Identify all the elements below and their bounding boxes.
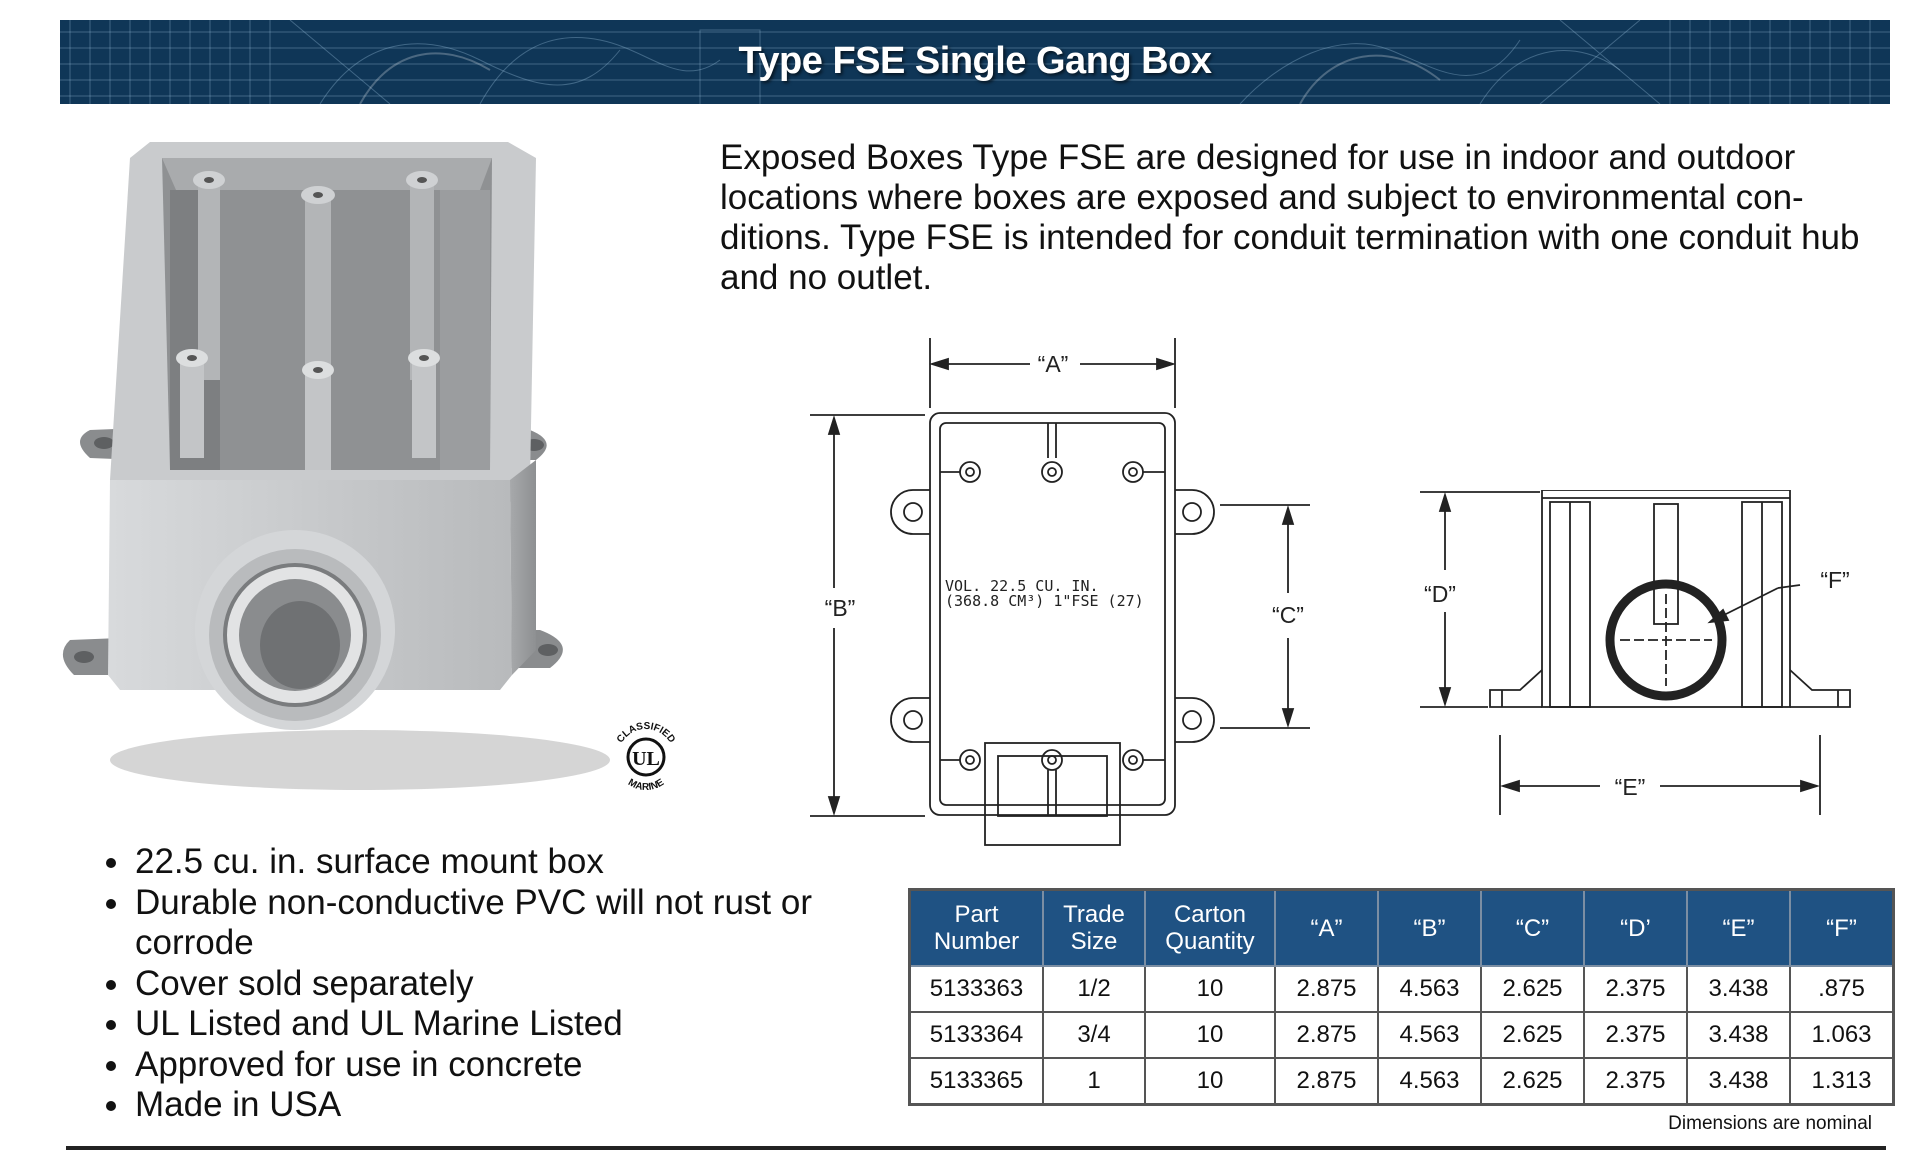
dim-e-label: “E”	[1615, 774, 1646, 800]
table-row: 5133363 1/2 10 2.875 4.563 2.625 2.375 3…	[908, 965, 1895, 1013]
feature-item: 22.5 cu. in. surface mount box	[133, 842, 913, 883]
part-number-cell: 5133363	[908, 965, 1044, 1013]
intro-paragraph: Exposed Boxes Type FSE are designed for …	[720, 138, 1860, 297]
dim-a-label: “A”	[1038, 351, 1069, 377]
dimensions-footnote: Dimensions are nominal	[1668, 1113, 1872, 1134]
dim-e-cell: 3.438	[1686, 1011, 1791, 1059]
part-number-cell: 5133365	[908, 1057, 1044, 1106]
ul-marine-text: MARINE	[626, 777, 666, 793]
svg-text:MARINE: MARINE	[626, 777, 666, 793]
feature-item: Approved for use in concrete	[133, 1045, 913, 1086]
dim-e-cell: 3.438	[1686, 1057, 1791, 1106]
part-number-cell: 5133364	[908, 1011, 1044, 1059]
product-photo	[62, 142, 610, 790]
trade-size-cell: 3/4	[1042, 1011, 1146, 1059]
blueprint-pattern	[60, 20, 1890, 104]
feature-item: Made in USA	[133, 1085, 913, 1126]
volume-stamp-line2: (368.8 CM³) 1"FSE (27)	[945, 592, 1144, 610]
dim-b-label: “B”	[825, 595, 856, 621]
feature-item: UL Listed and UL Marine Listed	[133, 1004, 913, 1045]
dim-b-cell: 4.563	[1377, 1057, 1482, 1106]
dim-d-cell: 2.375	[1583, 965, 1688, 1013]
header-dim-e: “E”	[1686, 888, 1791, 967]
feature-item: Cover sold separately	[133, 964, 913, 1005]
dim-d-cell: 2.375	[1583, 1057, 1688, 1106]
dim-d-label: “D”	[1424, 581, 1456, 607]
carton-qty-cell: 10	[1144, 1057, 1276, 1106]
trade-size-cell: 1	[1042, 1057, 1146, 1106]
header-dim-b: “B”	[1377, 888, 1482, 967]
ul-mark-text: UL	[632, 748, 660, 770]
trade-size-cell: 1/2	[1042, 965, 1146, 1013]
dim-f-cell: 1.313	[1789, 1057, 1895, 1106]
header-dim-a: “A”	[1274, 888, 1379, 967]
volume-stamp-line1: VOL. 22.5 CU. IN.	[945, 577, 1099, 595]
header-dim-d: “D’	[1583, 888, 1688, 967]
title-banner: Type FSE Single Gang Box	[60, 20, 1890, 104]
dim-e-cell: 3.438	[1686, 965, 1791, 1013]
feature-item: Durable non-conductive PVC will not rust…	[133, 883, 913, 964]
header-dim-f: “F”	[1789, 888, 1895, 967]
feature-list: 22.5 cu. in. surface mount box Durable n…	[95, 842, 913, 1126]
dim-b-cell: 4.563	[1377, 1011, 1482, 1059]
dim-c-cell: 2.625	[1480, 965, 1585, 1013]
dim-a-cell: 2.875	[1274, 965, 1379, 1013]
side-view-drawing: “D” “F” “E”	[1420, 490, 1851, 815]
front-view-drawing: “A” “B” “C” VOL. 22.5 CU. IN. (368.8 CM³…	[810, 338, 1310, 846]
page-title: Type FSE Single Gang Box	[738, 40, 1212, 82]
header-dim-c: “C”	[1480, 888, 1585, 967]
dim-f-cell: .875	[1789, 965, 1895, 1013]
dim-c-label: “C”	[1272, 602, 1304, 628]
carton-qty-cell: 10	[1144, 965, 1276, 1013]
dim-d-cell: 2.375	[1583, 1011, 1688, 1059]
dim-b-cell: 4.563	[1377, 965, 1482, 1013]
dim-a-cell: 2.875	[1274, 1057, 1379, 1106]
footer-divider	[66, 1146, 1886, 1150]
ul-marine-logo: UL CLASSIFIED MARINE	[615, 721, 677, 793]
table-row: 5133364 3/4 10 2.875 4.563 2.625 2.375 3…	[908, 1011, 1895, 1059]
dim-c-cell: 2.625	[1480, 1057, 1585, 1106]
dim-c-cell: 2.625	[1480, 1011, 1585, 1059]
carton-qty-cell: 10	[1144, 1011, 1276, 1059]
dim-a-cell: 2.875	[1274, 1011, 1379, 1059]
table-row: 5133365 1 10 2.875 4.563 2.625 2.375 3.4…	[908, 1057, 1895, 1106]
dim-f-label: “F”	[1820, 567, 1849, 593]
dim-f-cell: 1.063	[1789, 1011, 1895, 1059]
